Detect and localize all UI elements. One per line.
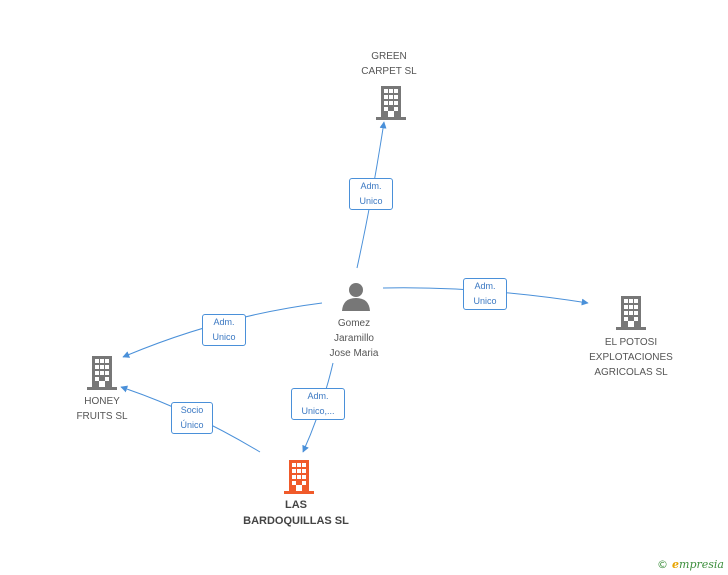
- copyright-icon: ©: [657, 558, 669, 571]
- las-bardoquillas-label[interactable]: LAS BARDOQUILLAS SL: [243, 499, 349, 527]
- edge-label-person-green-carpet[interactable]: Adm. Unico: [349, 178, 393, 210]
- las-bardoquillas-building-icon[interactable]: [284, 460, 314, 494]
- green-carpet-label[interactable]: GREEN CARPET SL: [361, 51, 417, 77]
- brand-name: mpresia: [679, 558, 724, 571]
- edge-label-person-las-bardoquillas[interactable]: Adm. Unico,...: [291, 388, 345, 420]
- honey-fruits-building-icon[interactable]: [87, 356, 117, 390]
- edge-label-person-honey-fruits[interactable]: Adm. Unico: [202, 314, 246, 346]
- el-potosi-building-icon[interactable]: [616, 296, 646, 330]
- el-potosi-label[interactable]: EL POTOSI EXPLOTACIONES AGRICOLAS SL: [589, 337, 673, 378]
- brand-initial: e: [672, 558, 680, 571]
- green-carpet-building-icon[interactable]: [376, 86, 406, 120]
- person-icon[interactable]: [341, 281, 371, 311]
- edge-label-person-el-potosi[interactable]: Adm. Unico: [463, 278, 507, 310]
- honey-fruits-label[interactable]: HONEY FRUITS SL: [76, 396, 128, 422]
- person-label[interactable]: Gomez Jaramillo Jose Maria: [329, 318, 379, 359]
- empresia-watermark: ©empresia: [657, 558, 724, 571]
- edge-label-bardoquillas-honey-fruits[interactable]: Socio Único: [171, 402, 213, 434]
